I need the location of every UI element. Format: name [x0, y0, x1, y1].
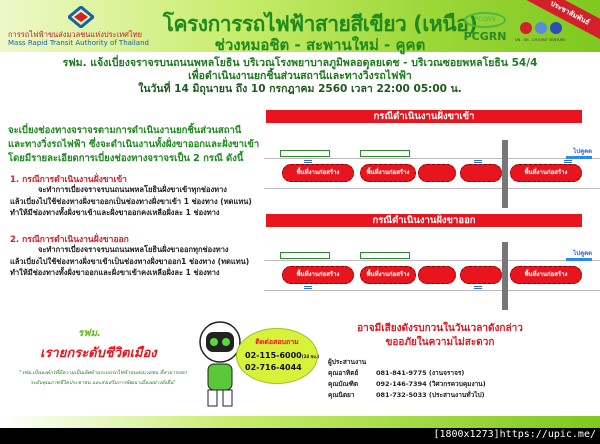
ch-logo-icon	[550, 22, 562, 34]
case-2-diagram: พื้นที่งานก่อสร้าง พื้นที่งานก่อสร้าง พื…	[264, 242, 600, 310]
cross-road	[502, 140, 508, 208]
poster: การรถไฟฟ้าขนส่งมวลชนแห่งประเทศไทย Mass R…	[0, 0, 600, 428]
construction-zone	[460, 164, 502, 182]
org-name-thai: การรถไฟฟ้าขนส่งมวลชนแห่งประเทศไทย	[8, 30, 143, 39]
construction-zone	[460, 266, 502, 284]
unique-logo-icon	[520, 22, 532, 34]
road-sign	[360, 150, 410, 157]
lane-arrow-icon	[564, 160, 572, 163]
direction-arrow-icon	[566, 156, 592, 159]
apology-line-2: ขออภัยในความไม่สะดวก	[385, 337, 495, 348]
coordinator-phone[interactable]: 081-732-5033 (ประสานงานทั่วไป)	[376, 391, 485, 399]
coordinator-row: คุณบัณฑิต 092-146-7394 (วิศวกรควบคุมงาน)	[328, 379, 486, 389]
bottom-green-strip	[0, 416, 600, 428]
coordinator-name: คุณบัณฑิต	[328, 380, 359, 388]
pcgrn-pill-logo: PCGRN	[464, 12, 506, 28]
jv-label: UN - SH - CH JOINT VENTURE	[515, 38, 566, 42]
case-1-diagram: พื้นที่งานก่อสร้าง พื้นที่งานก่อสร้าง พื…	[264, 140, 600, 208]
case-1-heading: 1. กรณีการดำเนินงานฝั่งขาเข้า	[10, 175, 127, 185]
lane-arrow-icon	[304, 286, 312, 289]
watermark: [1800x1273]https://upic.me/	[433, 429, 596, 440]
org-name-english: Mass Rapid Transit Authority of Thailand	[8, 39, 149, 47]
pcgrn-logo: PCGRN PCGRN	[455, 12, 515, 43]
project-subtitle: ช่วงหมอชิต - สะพานใหม่ - คูคต	[214, 36, 426, 54]
announcement-line-1: รฟม. แจ้งเบี่ยงจราจรบนถนนพหลโยธิน บริเวณ…	[62, 57, 538, 69]
case-2-banner: กรณีดำเนินงานฝั่งขาออก	[266, 214, 582, 227]
construction-zone	[418, 266, 456, 284]
lane-arrow-icon	[474, 160, 482, 163]
construction-zone	[418, 164, 456, 182]
case-line: ทำให้มีช่องทางทั้งฝั่งขาออกและฝั่งขาเข้า…	[10, 268, 220, 277]
construction-zone: พื้นที่งานก่อสร้าง	[360, 266, 416, 284]
construction-zone: พื้นที่งานก่อสร้าง	[510, 266, 582, 284]
project-title: โครงการรถไฟฟ้าสายสีเขียว (เหนือ)	[162, 12, 478, 36]
construction-zone: พื้นที่งานก่อสร้าง	[282, 164, 354, 182]
jv-logos	[520, 22, 562, 34]
coordinator-label: ผู้ประสานงาน	[328, 358, 367, 366]
case-2-body: จะทำการเบี่ยงจราจรบนถนนพหลโยธินฝั่งขาออก…	[10, 244, 249, 279]
construction-zone: พื้นที่งานก่อสร้าง	[360, 164, 416, 182]
road-edge	[264, 290, 600, 291]
cross-road	[502, 242, 508, 310]
phone-1-number[interactable]: 02-115-6000	[245, 351, 302, 360]
road-sign	[360, 252, 410, 259]
intro-text: จะเบี่ยงช่องทางจราจรตามการดำเนินงานยกชิ้…	[8, 124, 259, 166]
announcement-line-2: เพื่อดำเนินงานยกชิ้นส่วนสถานีและทางวิ่งร…	[188, 70, 412, 82]
construction-zone: พื้นที่งานก่อสร้าง	[510, 164, 582, 182]
road-sign	[280, 252, 330, 259]
header: การรถไฟฟ้าขนส่งมวลชนแห่งประเทศไทย Mass R…	[0, 0, 600, 54]
case-line: ทำให้มีช่องทางทั้งฝั่งขาเข้าและฝั่งขาออก…	[10, 208, 220, 217]
coordinator-name: คุณนิตยา	[328, 391, 355, 399]
coordinator-row: คุณนิตยา 081-732-5033 (ประสานงานทั่วไป)	[328, 390, 485, 400]
case-2-heading: 2. กรณีการดำเนินงานฝั่งขาออก	[10, 235, 129, 245]
phone-1-note: (24 ชม.)	[301, 354, 320, 359]
case-line: แล้วเบี่ยงไปใช้ช่องทางฝั่งขาออกเป็นช่องท…	[10, 196, 252, 206]
sh-logo-icon	[535, 22, 547, 34]
intro-line: จะเบี่ยงช่องทางจราจรตามการดำเนินงานยกชิ้…	[8, 125, 242, 136]
phone-2[interactable]: 02-716-4044	[245, 363, 302, 372]
intro-line: โดยมีรายละเอียดการเบี่ยงช่องทางจราจรเป็น…	[8, 153, 244, 164]
coordinator-phone[interactable]: 092-146-7394 (วิศวกรควบคุมงาน)	[376, 380, 486, 388]
road-edge	[264, 260, 600, 261]
apology-line-1: อาจมีเสียงดังรบกวนในวันเวลาดังกล่าว	[357, 323, 523, 334]
apology-text: อาจมีเสียงดังรบกวนในวันเวลาดังกล่าว ขออภ…	[320, 322, 560, 350]
coordinator-row: คุณอาทิตย์ 081-841-9775 (งานจราจร)	[328, 368, 464, 378]
destination-label: ไปคูคต	[573, 250, 592, 257]
mascot-icon	[199, 321, 241, 407]
mrta-short-name: รฟม.	[78, 328, 101, 339]
road-edge	[264, 188, 600, 189]
construction-zone: พื้นที่งานก่อสร้าง	[282, 266, 354, 284]
announcement-line-3: ในวันที่ 14 มิถุนายน ถึง 10 กรกฎาคม 2560…	[138, 83, 462, 95]
case-line: จะทำการเบี่ยงจราจรบนถนนพหลโยธินฝั่งขาออก…	[38, 245, 229, 254]
pcgrn-name: PCGRN	[463, 30, 507, 43]
direction-arrow-icon	[566, 258, 592, 261]
lane-arrow-icon	[474, 286, 482, 289]
destination-label: ไปคูคต	[573, 148, 592, 155]
slogan: เรายกระดับชีวิตเมือง	[40, 346, 157, 361]
road-sign	[280, 150, 330, 157]
case-line: จะทำการเบี่ยงจราจรบนถนนพหลโยธินฝั่งขาเข้…	[38, 185, 227, 194]
contact-heading: ติดต่อสอบถาม	[255, 338, 299, 346]
case-line: แล้วเบี่ยงไปใช้ช่องทางฝั่งขาเข้าเป็นช่อง…	[10, 256, 250, 266]
case-1-banner: กรณีดำเนินงานฝั่งขาเข้า	[266, 110, 582, 123]
coordinator-phone[interactable]: 081-841-9775 (งานจราจร)	[376, 369, 465, 377]
mrta-logo-icon	[68, 6, 94, 28]
coordinator-name: คุณอาทิตย์	[328, 369, 359, 377]
intro-line: และทางวิ่งรถไฟฟ้า ซึ่งจะดำเนินงานทั้งฝั่…	[8, 139, 260, 150]
road-edge	[264, 158, 600, 159]
contact-bubble: ติดต่อสอบถาม 02-115-6000(24 ชม.) 02-716-…	[236, 328, 319, 384]
case-1-body: จะทำการเบี่ยงจราจรบนถนนพหลโยธินฝั่งขาเข้…	[10, 184, 252, 219]
vision-quote: "รฟม.เป็นองค์กรที่มีความเป็นเลิศด้านระบบ…	[19, 370, 187, 386]
lane-arrow-icon	[304, 160, 312, 163]
phone-1[interactable]: 02-115-6000(24 ชม.)	[245, 351, 319, 360]
